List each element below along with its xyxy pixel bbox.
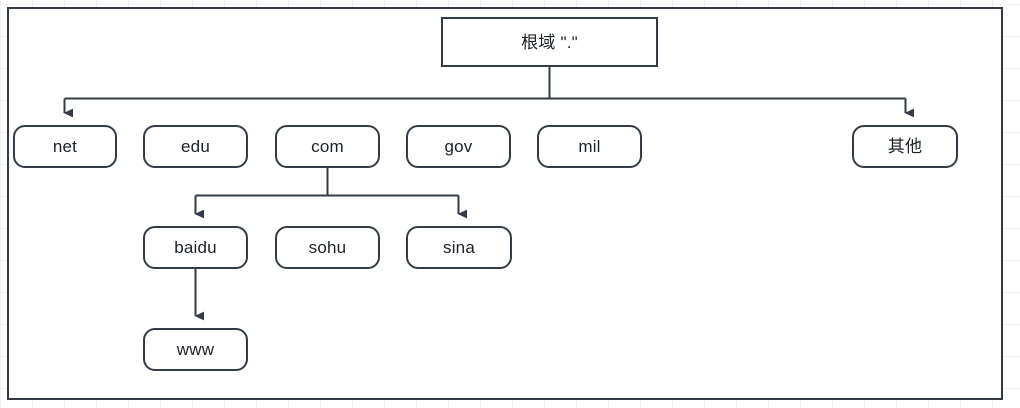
node-net[interactable]: net (13, 125, 117, 168)
node-root[interactable]: 根域 "." (441, 17, 658, 67)
node-sohu[interactable]: sohu (275, 226, 380, 269)
node-sina[interactable]: sina (406, 226, 512, 269)
node-other[interactable]: 其他 (852, 125, 958, 168)
node-www[interactable]: www (143, 328, 248, 371)
node-baidu[interactable]: baidu (143, 226, 248, 269)
node-mil[interactable]: mil (537, 125, 642, 168)
node-com[interactable]: com (275, 125, 380, 168)
node-edu[interactable]: edu (143, 125, 248, 168)
node-gov[interactable]: gov (406, 125, 511, 168)
